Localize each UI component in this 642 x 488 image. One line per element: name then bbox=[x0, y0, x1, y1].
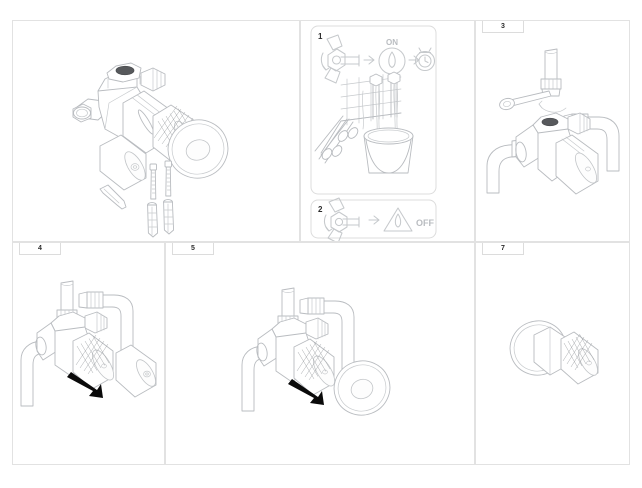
panel-step-5-drawing bbox=[166, 243, 474, 464]
panel-flushing-steps: 1 bbox=[300, 20, 475, 242]
screw bbox=[164, 160, 172, 197]
knurl-texture bbox=[296, 340, 331, 381]
escutcheon-plate bbox=[333, 360, 391, 416]
panel-parts-drawing bbox=[13, 21, 299, 241]
panel-step-7-drawing bbox=[476, 243, 629, 464]
valve-turn-icon bbox=[323, 197, 360, 241]
escutcheon-plate bbox=[167, 119, 229, 179]
panel-number: 4 bbox=[38, 244, 42, 252]
panel-step-5: 5 bbox=[165, 242, 475, 465]
completed-assembly-illustration bbox=[509, 320, 599, 385]
panel-step-3-drawing bbox=[476, 21, 629, 241]
handle-collar bbox=[533, 326, 569, 376]
escutcheon-fitting-illustration bbox=[241, 287, 391, 416]
mixer-valve-body bbox=[35, 311, 115, 390]
exploded-parts-illustration bbox=[72, 62, 229, 238]
panel-number: 3 bbox=[501, 22, 505, 30]
panel-number-tab: 5 bbox=[172, 243, 214, 255]
panel-step-4-drawing bbox=[13, 243, 164, 464]
tightening-key bbox=[499, 90, 552, 111]
step-box-number-2: 2 bbox=[318, 205, 323, 214]
panel-step-7: 7 bbox=[475, 242, 630, 465]
flush-pipes-into-bucket bbox=[314, 71, 414, 174]
assembly-direction-arrow bbox=[67, 372, 103, 398]
panel-flushing-drawing: 1 bbox=[301, 21, 474, 241]
on-label: ON bbox=[386, 38, 398, 47]
right-supply-pipe bbox=[299, 297, 355, 386]
knurled-handle bbox=[293, 338, 336, 396]
knurl-texture bbox=[562, 333, 595, 371]
cap-sleeve-fitting-illustration bbox=[20, 280, 157, 407]
knurled-handle bbox=[72, 332, 115, 390]
panel-number-tab: 7 bbox=[482, 243, 524, 255]
assembly-direction-arrow bbox=[288, 379, 324, 405]
mixer-valve-body bbox=[515, 112, 599, 195]
arrow-right-icon bbox=[363, 55, 375, 65]
panel-number-tab: 3 bbox=[482, 21, 524, 33]
knurl-texture bbox=[75, 334, 110, 375]
wall-anchor bbox=[147, 202, 159, 238]
knurled-handle bbox=[560, 331, 599, 385]
arrow-right-icon bbox=[368, 215, 380, 225]
top-stub-pipe bbox=[540, 48, 562, 97]
panel-parts-overview bbox=[12, 20, 300, 242]
wall-anchor bbox=[163, 199, 175, 235]
panel-number: 5 bbox=[191, 244, 195, 252]
panel-step-4: 4 bbox=[12, 242, 165, 465]
panel-number-tab: 4 bbox=[19, 243, 61, 255]
timer-clock-icon bbox=[414, 47, 436, 72]
water-drop-off-icon: OFF bbox=[383, 207, 434, 232]
allen-key bbox=[99, 184, 127, 210]
flushing-illustration: 1 bbox=[310, 25, 437, 241]
instruction-sheet: 1 bbox=[12, 20, 630, 465]
screw bbox=[149, 163, 157, 200]
cap-sleeve bbox=[115, 344, 157, 398]
panel-step-3: 3 bbox=[475, 20, 630, 242]
valve-turn-icon bbox=[320, 34, 360, 84]
mixer-valve-body bbox=[256, 317, 336, 396]
step-box-number-1: 1 bbox=[318, 32, 323, 41]
panel-number: 7 bbox=[501, 244, 505, 252]
cap-sleeve bbox=[99, 134, 147, 191]
off-label: OFF bbox=[416, 218, 434, 228]
valve-mounting-illustration bbox=[486, 48, 620, 195]
